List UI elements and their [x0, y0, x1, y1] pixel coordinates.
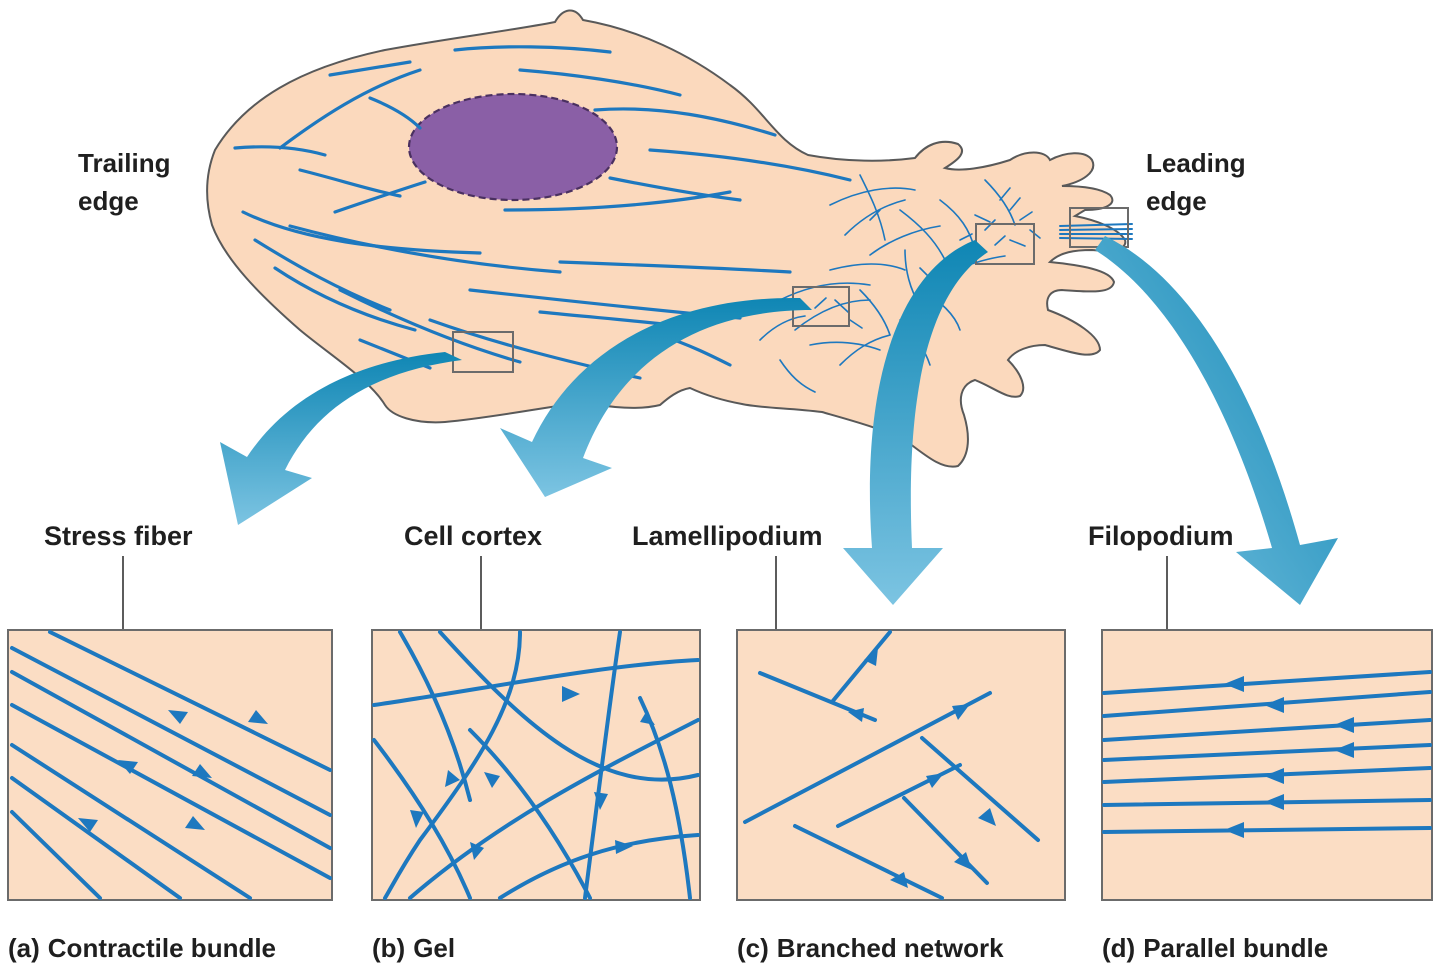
cell-cortex-label: Cell cortex	[404, 521, 543, 551]
panel-b	[371, 629, 701, 901]
leading-edge-line-2: edge	[1146, 186, 1207, 216]
panel-a-arrowheads	[78, 710, 268, 832]
caption-c: (c)Branched network	[737, 931, 1004, 965]
panel-d-arrowheads	[1224, 676, 1354, 838]
caption-b-text: Gel	[413, 933, 456, 963]
pointer-arrows	[220, 236, 1338, 605]
panel-c	[736, 629, 1066, 901]
panel-c-box	[736, 629, 1066, 901]
filopodium-label: Filopodium	[1088, 521, 1234, 551]
lamellipodium-label: Lamellipodium	[632, 521, 823, 551]
caption-a: (a)Contractile bundle	[8, 931, 276, 965]
leading-edge-label: Leading edge	[1146, 144, 1246, 220]
caption-a-text: Contractile bundle	[47, 933, 277, 963]
cell-actin-network	[759, 174, 1041, 393]
cell-filopodium-bundle	[1059, 223, 1133, 240]
arrow-to-filopodium	[1095, 236, 1338, 605]
caption-c-letter: (c)	[737, 933, 769, 963]
panel-b-arrowheads	[410, 686, 655, 860]
caption-a-letter: (a)	[8, 933, 40, 963]
leading-edge-line-1: Leading	[1146, 148, 1246, 178]
caption-d-letter: (d)	[1102, 933, 1136, 963]
panel-a	[7, 629, 333, 901]
arrow-to-stress-fiber	[220, 352, 462, 525]
caption-c-text: Branched network	[776, 933, 1004, 963]
trailing-edge-line-1: Trailing	[78, 148, 171, 178]
caption-d: (d)Parallel bundle	[1102, 931, 1328, 965]
trailing-edge-label: Trailing edge	[78, 144, 170, 220]
nucleus	[407, 92, 619, 202]
trailing-edge-line-2: edge	[78, 186, 139, 216]
arrow-to-cell-cortex	[500, 297, 812, 497]
panel-d-box	[1101, 629, 1433, 901]
cell-stress-fibers	[233, 45, 852, 380]
caption-d-text: Parallel bundle	[1143, 933, 1329, 963]
panel-b-box	[371, 629, 701, 901]
stress-fiber-label: Stress fiber	[44, 521, 193, 551]
caption-b-letter: (b)	[372, 933, 406, 963]
panel-c-arrowheads	[848, 648, 996, 888]
arrow-to-lamellipodium	[843, 240, 988, 605]
caption-b: (b)Gel	[372, 931, 455, 965]
magnify-box-stress-fiber	[452, 331, 514, 373]
panel-d	[1101, 629, 1433, 901]
